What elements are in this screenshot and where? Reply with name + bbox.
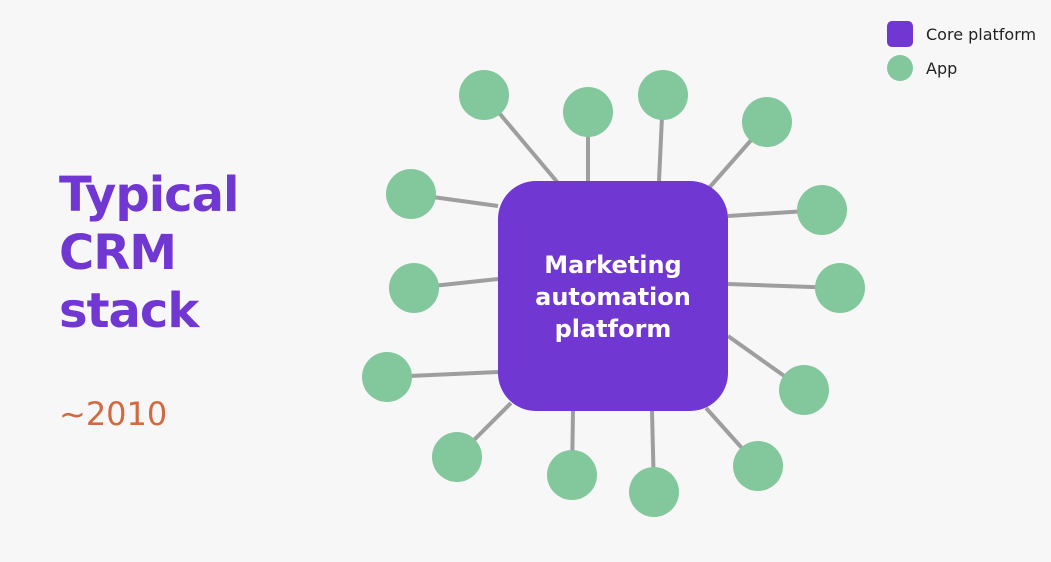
- app-swatch: [887, 55, 913, 81]
- app-node-2: [563, 87, 613, 137]
- app-node-10: [547, 450, 597, 500]
- core-platform-swatch: [887, 21, 913, 47]
- app-node-3: [638, 70, 688, 120]
- app-nodes: [362, 70, 865, 517]
- legend: Core platform App: [887, 21, 1036, 89]
- core-platform-box: [498, 181, 728, 411]
- legend-label-core-platform: Core platform: [926, 24, 1037, 44]
- page-title: Typical CRM stack: [59, 166, 299, 340]
- title-line-1: Typical: [59, 167, 239, 223]
- subtitle-year: ~2010: [59, 395, 168, 433]
- hub-label-line-3: platform: [555, 315, 672, 343]
- app-node-11: [432, 432, 482, 482]
- hub-label-line-1: Marketing: [544, 251, 681, 279]
- app-node-7: [779, 365, 829, 415]
- hub-label-line-2: automation: [535, 283, 691, 311]
- app-node-6: [815, 263, 865, 313]
- legend-label-app: App: [926, 58, 958, 78]
- app-node-4: [742, 97, 792, 147]
- app-node-12: [362, 352, 412, 402]
- legend-item-core-platform: Core platform: [887, 21, 1036, 47]
- app-node-14: [386, 169, 436, 219]
- title-line-2: CRM: [59, 225, 177, 281]
- core-platform-hub: Marketing automation platform: [498, 181, 728, 411]
- app-node-5: [797, 185, 847, 235]
- app-node-1: [459, 70, 509, 120]
- app-node-13: [389, 263, 439, 313]
- title-line-3: stack: [59, 283, 199, 339]
- legend-item-app: App: [887, 55, 1036, 81]
- app-node-9: [629, 467, 679, 517]
- app-node-8: [733, 441, 783, 491]
